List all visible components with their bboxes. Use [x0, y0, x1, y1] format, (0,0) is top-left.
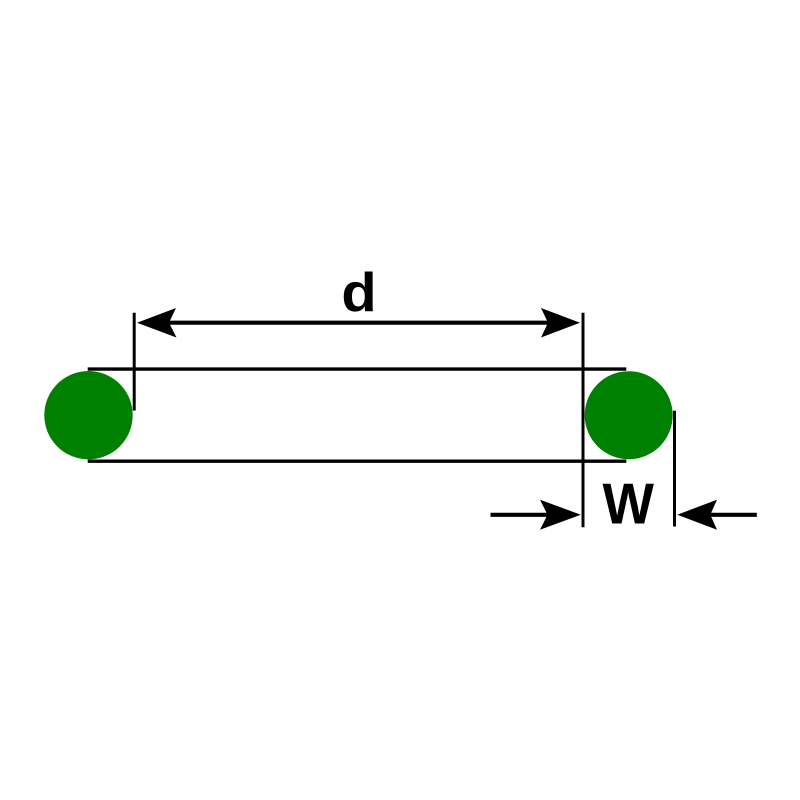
svg-text:W: W [603, 471, 655, 536]
svg-text:d: d [341, 261, 376, 322]
